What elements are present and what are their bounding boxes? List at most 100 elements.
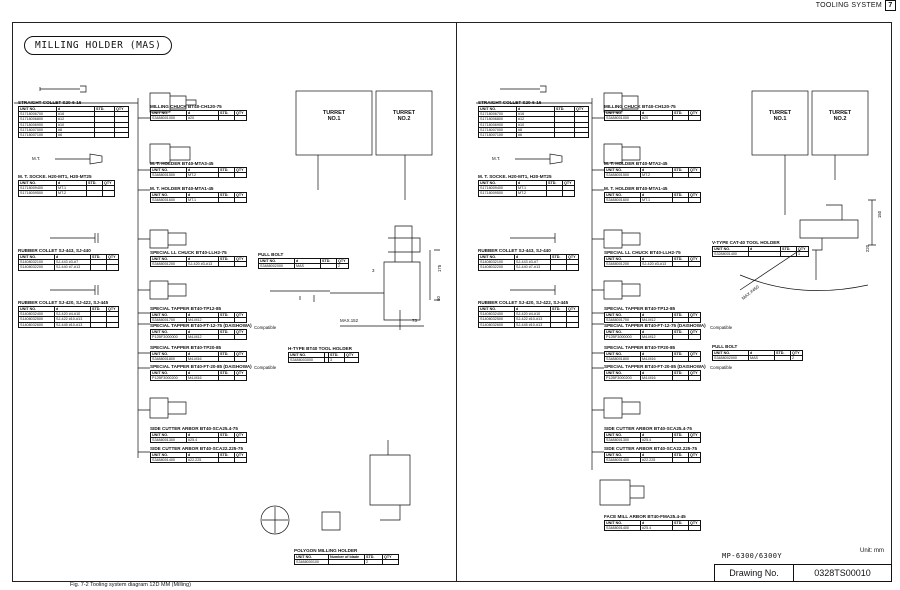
cell: S3488001600 xyxy=(150,197,187,204)
cell: S3488001800 xyxy=(150,356,187,363)
label-face-mill: FACE MILL ARBOR BT40-FMA25.4-45 xyxy=(604,514,686,519)
cell: S1408032200 xyxy=(478,264,515,271)
turret-1-box-r xyxy=(751,90,809,156)
label-straight-collet: STRAIGHT COLLET S20-6-16 xyxy=(18,100,82,105)
th-qty: QTY xyxy=(382,553,399,561)
th-qty: QTY xyxy=(106,253,119,261)
cell: S3488001200 xyxy=(150,261,187,268)
side-cutter-shape xyxy=(149,397,187,419)
th-qty: QTY xyxy=(114,105,129,113)
cell: #25.4 xyxy=(640,437,673,444)
cell: #22.225 xyxy=(186,457,219,464)
th-qty: QTY xyxy=(688,311,701,319)
th-qty: QTY xyxy=(796,245,809,253)
th-qty: QTY xyxy=(574,105,589,113)
cell: #22.225 xyxy=(640,457,673,464)
cell: P12BF3000200 xyxy=(604,375,641,382)
th-qty: QTY xyxy=(234,191,247,199)
cell: SJ-445 #10-#13 xyxy=(514,321,551,328)
dim-50: 50 xyxy=(435,296,441,301)
cell: S3488001500 xyxy=(604,172,641,179)
turret-2-label-r: TURRET NO.2 xyxy=(828,110,852,122)
cell: MT.2 xyxy=(186,172,219,179)
tapper-shape xyxy=(149,280,187,300)
cell: S1718009500 xyxy=(478,190,517,197)
dim-175: 175 xyxy=(437,264,443,273)
polygon-cutter-circle xyxy=(260,505,290,535)
label-mt-socket-r: M. T. SOCKE. H20-MT1, H20-MT25 xyxy=(478,174,552,179)
cell: MT.2 xyxy=(56,190,87,197)
cell: MT.2 xyxy=(640,172,673,179)
drawing-no-value: 0328TS00010 xyxy=(814,568,871,578)
cell: P12BF3000200 xyxy=(150,375,187,382)
label-special-ll-chuck: SPECIAL LL CHUCK BT40-LLH2-75 xyxy=(150,250,227,255)
dim-73: 73 xyxy=(412,318,417,323)
cell: M4-M16 xyxy=(640,375,673,382)
label-special-tapper-1: SPECIAL TAPPER BT40-TP12-85 xyxy=(150,306,222,311)
label-htype-holder: H-TYPE BT40 TOOL HOLDER xyxy=(288,346,352,351)
label-rubber-collet-2-r: RUBBER COLLET SJ-420, SJ-422, SJ-445 xyxy=(478,300,569,305)
cell: S1408032200 xyxy=(18,264,55,271)
th-qty: QTY xyxy=(234,350,247,358)
label-special-tapper-2-r: SPECIAL TAPPER BT40-FT-12-75 (DAISHOWA) xyxy=(604,323,706,328)
cell: 2 xyxy=(336,263,349,270)
cell: S3488001300 xyxy=(604,437,641,444)
th-qty: QTY xyxy=(688,191,701,199)
th-qty: QTY xyxy=(790,349,803,357)
mt-socket-shape-r xyxy=(515,153,563,165)
dim-220: 220 xyxy=(865,244,871,253)
drawing-frame xyxy=(12,22,892,582)
drawing-number-block: Drawing No. 0328TS00010 xyxy=(714,564,892,582)
label-rubber-collet-1-r: RUBBER COLLET SJ-443, SJ-440 xyxy=(478,248,551,253)
th-qty: QTY xyxy=(688,109,701,117)
th-qty: QTY xyxy=(688,350,701,358)
model-name: MP-6300/6300Y xyxy=(722,552,782,560)
cell: P12BF3000000 xyxy=(604,334,641,341)
cell: SJ-420 #3-#13 xyxy=(186,261,219,268)
ll-chuck-shape-r xyxy=(603,229,641,249)
label-side-cutter-1-r: SIDE CUTTER ARBOR BT40-SCA25.4-75 xyxy=(604,426,692,431)
th-qty: QTY xyxy=(344,351,359,359)
turret-2-box-r xyxy=(811,90,869,156)
turret-2-label: TURRET NO.2 xyxy=(392,110,416,122)
cell: S3488001400 xyxy=(604,525,641,532)
th-qty: QTY xyxy=(106,305,119,313)
cell: #20 xyxy=(186,115,219,122)
tapper-shape-r xyxy=(603,280,641,300)
cell: MT.1 xyxy=(640,197,673,204)
th-qty: QTY xyxy=(234,311,247,319)
label-polygon-holder: POLYGON MILLING HOLDER xyxy=(294,548,358,553)
cell: MAS xyxy=(748,355,775,362)
cell: S3488001300 xyxy=(150,437,187,444)
label-special-tapper-3-r: SPECIAL TAPPER BT40-TP20-85 xyxy=(604,345,676,350)
label-special-tapper-3: SPECIAL TAPPER BT40-TP20-85 xyxy=(150,345,222,350)
cell: S3488001000 xyxy=(150,115,187,122)
cell: 3 xyxy=(328,357,345,364)
drawing-no-label: Drawing No. xyxy=(715,565,794,581)
ll-chuck-shape xyxy=(149,229,187,249)
cell: #6 xyxy=(516,131,555,139)
label-pull-bolt: PULL BOLT xyxy=(258,252,284,257)
cell: S3488003000 xyxy=(288,357,325,364)
cell: M4-M12 xyxy=(640,334,673,341)
rubber-collet2-shape-r xyxy=(510,285,556,295)
polygon-head xyxy=(369,440,411,521)
cell: 1 xyxy=(796,251,809,258)
